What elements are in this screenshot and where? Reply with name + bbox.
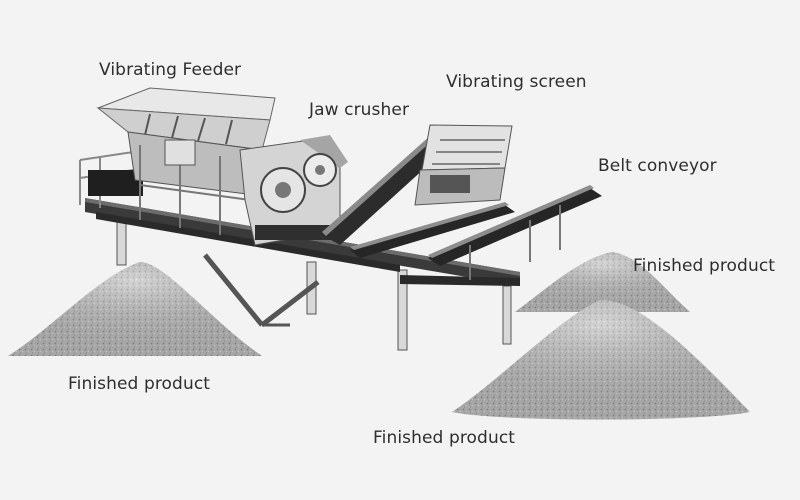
vibrating-screen — [322, 124, 513, 245]
jaw-crusher — [239, 135, 348, 246]
finished-product-left-label: Finished product — [68, 374, 211, 394]
chassis-braces — [203, 253, 320, 327]
finished-product-pile-left — [8, 262, 262, 356]
vibrating-feeder — [96, 87, 276, 235]
jaw-crusher-label: Jaw crusher — [309, 100, 410, 120]
belt-conveyor — [350, 185, 602, 286]
vibrating-screen-label: Vibrating screen — [446, 72, 587, 92]
vibrating-feeder-label: Vibrating Feeder — [99, 60, 242, 80]
finished-product-right-label: Finished product — [633, 256, 776, 276]
finished-product-pile-bottom — [452, 299, 750, 420]
belt-conveyor-label: Belt conveyor — [598, 156, 717, 176]
finished-product-pile-right — [515, 252, 690, 312]
finished-product-bottom-label: Finished product — [373, 428, 516, 448]
